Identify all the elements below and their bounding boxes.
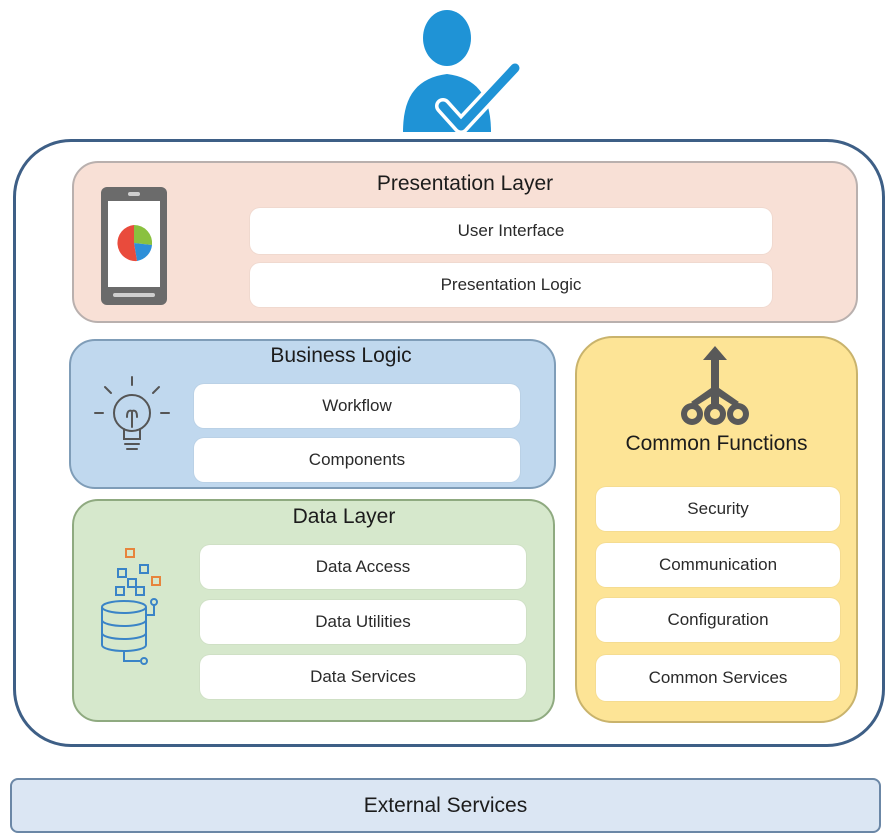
mobile-pie-chart-icon: [101, 187, 167, 305]
presentation-logic-item: Presentation Logic: [250, 263, 772, 307]
components-item: Components: [194, 438, 520, 482]
common-functions-layer: Common Functions Security Communication …: [575, 336, 858, 723]
configuration-item: Configuration: [596, 598, 840, 642]
user-interface-item: User Interface: [250, 208, 772, 254]
presentation-layer: Presentation Layer User Interface Presen…: [72, 161, 858, 323]
communication-item: Communication: [596, 543, 840, 587]
data-utilities-item: Data Utilities: [200, 600, 526, 644]
data-layer: Data Layer Data Access Data Utilities Da…: [72, 499, 555, 722]
common-services-item: Common Services: [596, 655, 840, 701]
common-functions-title: Common Functions: [625, 432, 808, 455]
presentation-layer-title: Presentation Layer: [376, 172, 554, 195]
database-icon: [101, 548, 161, 665]
data-layer-title: Data Layer: [292, 505, 396, 528]
business-logic-title: Business Logic: [270, 344, 412, 367]
data-access-item: Data Access: [200, 545, 526, 589]
external-services-label: External Services: [363, 793, 528, 817]
business-logic-layer: Business Logic Workflow Components: [69, 339, 556, 489]
user-check-icon: [403, 10, 523, 134]
lightbulb-icon: [94, 376, 170, 450]
data-services-item: Data Services: [200, 655, 526, 699]
hierarchy-arrow-icon: [681, 346, 749, 425]
workflow-item: Workflow: [194, 384, 520, 428]
external-services-bar: External Services: [10, 778, 881, 833]
security-item: Security: [596, 487, 840, 531]
